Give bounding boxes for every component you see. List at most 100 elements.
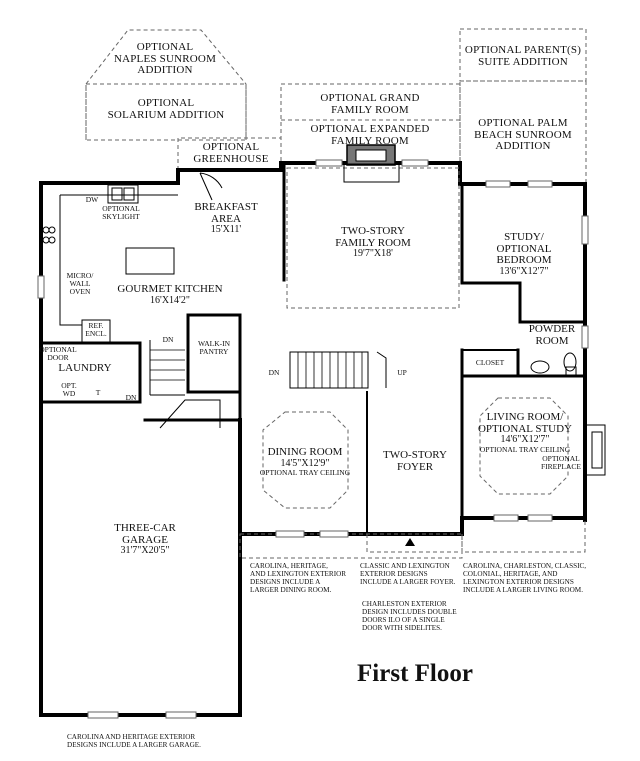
skylight-line1: OPTIONAL <box>102 204 140 213</box>
opt-wd-line2: WD <box>62 388 76 398</box>
powder-line1: POWDER <box>528 323 576 335</box>
greenhouse-label: OPTIONAL GREENHOUSE <box>186 141 276 165</box>
solarium-line2: SOLARIUM ADDITION <box>107 108 225 121</box>
living-note-line: INCLUDE A LARGER LIVING ROOM. <box>463 586 583 595</box>
garage-line1: THREE-CAR <box>114 522 176 534</box>
naples-sunroom-line1: OPTIONAL <box>136 41 194 53</box>
naples-sunroom-line2: NAPLES SUNROOM <box>113 52 217 65</box>
walkin-pantry-line2: PANTRY <box>199 346 229 356</box>
expanded-family-label: OPTIONAL EXPANDED FAMILY ROOM <box>300 123 440 147</box>
breakfast-dims: 15'X11' <box>210 224 242 236</box>
dining-note-line: LARGER DINING ROOM. <box>250 586 332 595</box>
up-stair-label: UP <box>397 368 407 377</box>
expanded-family-line1: OPTIONAL EXPANDED <box>310 123 430 135</box>
solarium-label: OPTIONAL SOLARIUM ADDITION <box>96 97 236 121</box>
study-dims: 13'6"X12'7" <box>499 265 549 277</box>
grand-family-label: OPTIONAL GRAND FAMILY ROOM <box>300 92 440 116</box>
family-room-details <box>286 144 460 309</box>
foyer-line1: TWO-STORY <box>383 449 447 461</box>
family-room-label: TWO-STORY FAMILY ROOM 19'7"X18' <box>318 225 428 260</box>
breakfast-line1: BREAKFAST <box>194 201 258 213</box>
living-dims: 14'6"X12'7" <box>500 434 550 446</box>
breakfast-label: BREAKFAST AREA 15'X11' <box>186 201 266 236</box>
dining-note-line: DESIGNS INCLUDE A <box>250 578 321 587</box>
living-exterior-note: CAROLINA, CHARLESTON, CLASSIC, COLONIAL,… <box>463 562 586 594</box>
charleston-note-line: CHARLESTON EXTERIOR <box>362 600 447 608</box>
optional-door-label: OPTIONAL DOOR <box>38 346 78 362</box>
opt-wd-line1: OPT. <box>61 381 77 390</box>
garage-line2: GARAGE <box>122 533 168 546</box>
living-line1: LIVING ROOM/ <box>486 411 564 423</box>
walkin-pantry-label: WALK-IN PANTRY <box>190 340 238 356</box>
t-label: T <box>95 388 101 397</box>
garage-note-line: DESIGNS INCLUDE A LARGER GARAGE. <box>67 741 201 750</box>
foyer-line2: FOYER <box>396 460 434 473</box>
dining-note-line: AND LEXINGTON EXTERIOR <box>250 570 347 579</box>
garage-note-line: CAROLINA AND HERITAGE EXTERIOR <box>67 733 196 741</box>
foyer-note-line: EXTERIOR DESIGNS <box>360 570 428 579</box>
study-line2: OPTIONAL <box>496 242 552 255</box>
palm-beach-line1: OPTIONAL PALM <box>478 117 568 129</box>
palm-beach-line2: BEACH SUNROOM <box>474 128 572 141</box>
garage-exterior-note: CAROLINA AND HERITAGE EXTERIOR DESIGNS I… <box>67 733 201 749</box>
living-label: LIVING ROOM/ OPTIONAL STUDY 14'6"X12'7" … <box>472 411 578 453</box>
breakfast-line2: AREA <box>211 212 241 225</box>
charleston-note-line: DOOR WITH SIDELITES. <box>362 624 442 633</box>
solarium-line1: OPTIONAL <box>137 97 195 109</box>
kitchen-label: GOURMET KITCHEN 16'X14'2" <box>110 283 230 306</box>
palm-beach-label: OPTIONAL PALM BEACH SUNROOM ADDITION <box>462 117 584 153</box>
study-line1: STUDY/ <box>504 231 544 243</box>
grand-family-line2: FAMILY ROOM <box>331 103 409 116</box>
skylight-line2: SKYLIGHT <box>102 211 140 221</box>
powder-label: POWDER ROOM <box>522 323 582 347</box>
micro-line1: MICRO/ <box>66 271 94 280</box>
skylight-label: OPTIONAL SKYLIGHT <box>96 205 146 221</box>
living-line2: OPTIONAL STUDY <box>477 422 572 435</box>
dining-dims: 14'5"X12'9" <box>280 457 330 469</box>
optional-additions-outlines <box>85 28 587 186</box>
family-room-line2: FAMILY ROOM <box>335 236 411 249</box>
living-note-line: CAROLINA, CHARLESTON, CLASSIC, <box>463 562 587 570</box>
foyer-label: TWO-STORY FOYER <box>372 449 458 473</box>
powder-fixtures <box>530 352 577 376</box>
dining-line1: DINING ROOM <box>267 446 343 458</box>
naples-sunroom-line3: ADDITION <box>137 64 193 77</box>
charleston-exterior-note: CHARLESTON EXTERIOR DESIGN INCLUDES DOUB… <box>362 600 457 632</box>
dining-note-line: CAROLINA, HERITAGE, <box>250 562 328 570</box>
foyer-note-line: INCLUDE A LARGER FOYER. <box>360 578 456 587</box>
parents-suite-label: OPTIONAL PARENT(S) SUITE ADDITION <box>462 44 584 68</box>
dining-label: DINING ROOM 14'5"X12'9" OPTIONAL TRAY CE… <box>255 446 355 477</box>
grand-family-line1: OPTIONAL GRAND <box>320 92 420 104</box>
living-note-line: LEXINGTON EXTERIOR DESIGNS <box>463 578 574 587</box>
optional-fireplace-label: OPTIONAL FIREPLACE <box>536 455 586 471</box>
naples-sunroom-label: OPTIONAL NAPLES SUNROOM ADDITION <box>108 41 222 77</box>
family-room-line1: TWO-STORY <box>341 225 405 237</box>
garage-dims: 31'7"X20'5" <box>120 545 170 557</box>
powder-line2: ROOM <box>535 334 569 347</box>
optional-door-line1: OPTIONAL <box>39 345 77 354</box>
closet-label: CLOSET <box>475 358 505 367</box>
kitchen-line1: GOURMET KITCHEN <box>117 283 223 295</box>
fireplace-line1: OPTIONAL <box>542 454 580 463</box>
plan-title: First Floor <box>357 660 473 687</box>
family-room-dims: 19'7"X18' <box>353 248 393 260</box>
greenhouse-line2: GREENHOUSE <box>193 152 269 165</box>
fireplace-line2: FIREPLACE <box>540 461 581 471</box>
ref-encl-label: REF. ENCL. <box>84 322 108 338</box>
opt-wd-label: OPT. WD <box>56 382 82 398</box>
tray-ceilings <box>262 397 606 509</box>
garage-label: THREE-CAR GARAGE 31'7"X20'5" <box>90 522 200 557</box>
walkin-pantry-line1: WALK-IN <box>197 339 231 348</box>
stairs <box>149 340 387 429</box>
kitchen-details <box>42 172 223 343</box>
dn-garage-label: DN <box>125 393 137 402</box>
optional-door-line2: DOOR <box>47 352 69 362</box>
dn-stair-label: DN <box>268 368 280 377</box>
kitchen-dims: 16'X14'2" <box>150 294 190 306</box>
laundry-label: LAUNDRY <box>58 362 112 374</box>
interior-walls <box>39 163 587 537</box>
palm-beach-line3: ADDITION <box>495 140 551 153</box>
ref-line2: ENCL. <box>85 328 107 338</box>
dining-exterior-note: CAROLINA, HERITAGE, AND LEXINGTON EXTERI… <box>250 562 346 594</box>
